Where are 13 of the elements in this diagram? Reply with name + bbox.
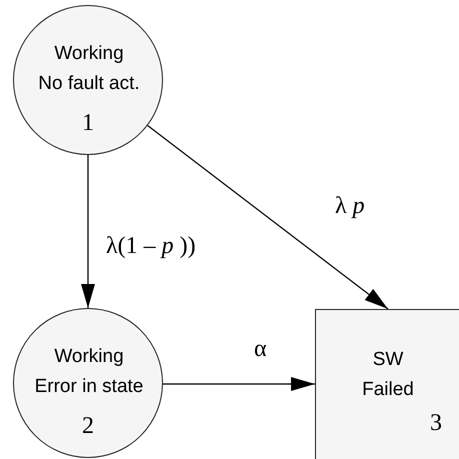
arrow xyxy=(147,125,388,310)
state-label: Working xyxy=(53,42,125,65)
state-number: 1 xyxy=(82,110,94,136)
state-box xyxy=(315,309,459,459)
state-label: Failed xyxy=(361,378,415,401)
arrow xyxy=(163,377,315,391)
arrow xyxy=(81,155,95,308)
state-label: Working xyxy=(53,345,125,368)
state-label: SW xyxy=(372,348,404,371)
state-number: 2 xyxy=(82,413,94,439)
state-label: Error in state xyxy=(34,375,144,398)
state-label: No fault act. xyxy=(37,72,141,95)
state-number: 3 xyxy=(430,410,442,436)
